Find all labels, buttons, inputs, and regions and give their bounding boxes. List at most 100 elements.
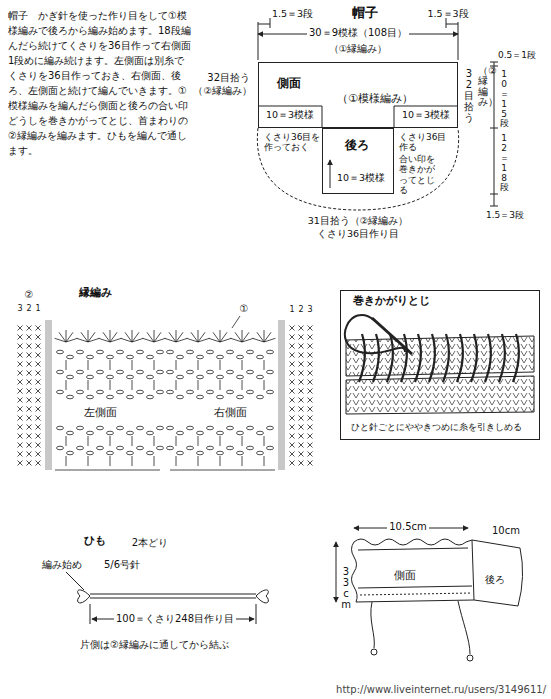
stroke-path <box>36 443 41 448</box>
stroke-path <box>290 371 295 376</box>
drawing-part <box>207 446 214 450</box>
stroke-path <box>36 398 41 403</box>
stroke-path <box>471 334 477 382</box>
stroke-path <box>472 540 523 606</box>
drawing-part <box>66 360 67 370</box>
drawing-part <box>67 451 74 455</box>
label: http://www.liveinternet.ru/users/3149611… <box>336 684 546 696</box>
label: くさり36目を作っておく <box>264 132 322 153</box>
drawing-part <box>267 350 274 354</box>
drawing-part <box>177 375 184 379</box>
label: 1 <box>35 304 40 313</box>
stroke-path <box>18 443 23 448</box>
drawing-part <box>177 355 184 359</box>
stroke-path <box>290 434 295 439</box>
drawing-part <box>247 426 254 430</box>
stroke-path <box>308 371 313 376</box>
drawing-part <box>242 436 243 446</box>
drawing-part <box>267 390 274 394</box>
drawing-part <box>57 390 64 394</box>
diagram-title: 帽子 <box>352 6 378 21</box>
drawing-part <box>167 426 174 430</box>
drawing-part <box>198 332 205 342</box>
drawing-part <box>110 338 121 342</box>
stroke-path <box>36 425 41 430</box>
drawing-part <box>257 451 264 455</box>
drawing-part <box>66 380 67 390</box>
stroke-path <box>290 389 295 394</box>
drawing-part <box>231 338 242 342</box>
label: 片側は②縁編みに通してから結ぶ <box>80 639 229 651</box>
stroke-path <box>415 334 421 382</box>
hat-schematic <box>257 18 498 210</box>
label: 5/6号針 <box>104 559 140 571</box>
label: 31目拾う（②縁編み） <box>308 216 409 227</box>
stroke-path <box>36 416 41 421</box>
label: 3 <box>307 305 312 314</box>
drawing-part <box>77 370 84 374</box>
drawing-part <box>237 451 244 455</box>
drawing-part <box>88 456 89 466</box>
stroke-path <box>299 371 304 376</box>
stroke-path <box>36 335 41 340</box>
drawing-part <box>154 456 155 466</box>
drawing-part <box>336 542 337 602</box>
stroke-path <box>290 326 295 331</box>
drawing-part <box>157 426 164 430</box>
stroke-path <box>27 371 32 376</box>
stroke-path <box>258 106 458 128</box>
label: くさり36目作る <box>399 132 449 153</box>
stroke-path <box>36 362 41 367</box>
drawing-part <box>87 431 94 435</box>
stroke-path <box>299 434 304 439</box>
drawing-part <box>220 330 221 342</box>
drawing-part <box>176 330 177 342</box>
stroke-path <box>36 434 41 439</box>
drawing-part <box>187 390 194 394</box>
whipstitch-illustration <box>345 315 534 414</box>
drawing-part <box>107 451 114 455</box>
stroke-path <box>36 353 41 358</box>
cord-illustration <box>66 572 268 624</box>
drawing-part <box>45 320 52 470</box>
drawing-part <box>57 426 64 430</box>
label: 100＝くさり248目作り目 <box>114 613 236 625</box>
drawing-part <box>253 338 264 342</box>
stroke-path <box>18 344 23 349</box>
drawing-part <box>217 451 224 455</box>
drawing-part <box>97 350 104 354</box>
stroke-path <box>299 407 304 412</box>
label: 右側面 <box>212 407 249 420</box>
stroke-path <box>443 334 449 382</box>
drawing-part <box>97 426 104 430</box>
drawing-part <box>110 456 111 466</box>
stroke-path <box>18 353 23 358</box>
drawing-part <box>257 375 264 379</box>
drawing-part <box>107 355 114 359</box>
drawing-part <box>237 375 244 379</box>
stroke-path <box>354 539 474 602</box>
drawing-part <box>88 338 99 342</box>
drawing-part <box>198 360 199 370</box>
drawing-part <box>125 332 132 342</box>
label: 10＝15段 <box>500 70 509 129</box>
stroke-path <box>36 326 41 331</box>
stroke-path <box>358 548 472 588</box>
drawing-part <box>176 380 177 390</box>
drawing-part <box>127 355 134 359</box>
drawing-part <box>167 446 174 450</box>
drawing-part <box>267 370 274 374</box>
stroke-path <box>27 326 32 331</box>
drawing-part <box>154 338 165 342</box>
drawing-part <box>147 332 154 342</box>
stroke-path <box>18 326 23 331</box>
drawing-part <box>90 598 256 599</box>
instructions-text: 帽子 かぎ針を使った作り目をして①模様編みで後ろから編み始めます。18段編んだら… <box>8 8 194 158</box>
stroke-path <box>308 380 313 385</box>
stroke-path <box>18 434 23 439</box>
label: ② <box>25 289 34 301</box>
label: 30＝9模様（108目） <box>307 27 409 39</box>
leader-line <box>232 316 240 328</box>
drawing-part <box>198 380 199 390</box>
stroke-path <box>36 461 41 466</box>
